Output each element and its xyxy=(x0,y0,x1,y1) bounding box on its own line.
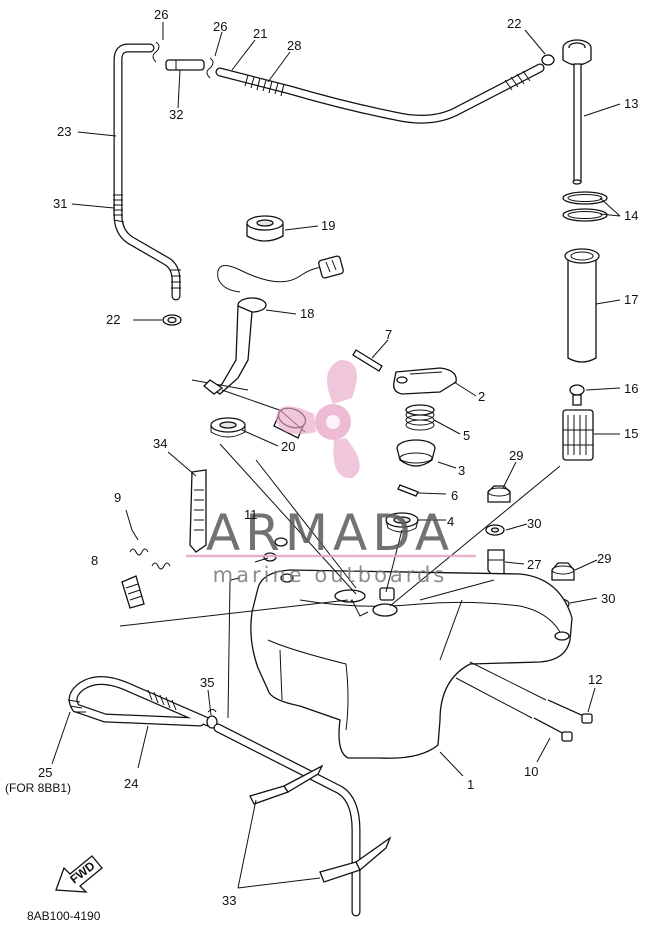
fuel-sender-13 xyxy=(562,39,592,185)
armada-watermark: ARMADA marine outboards xyxy=(186,360,476,587)
label-7: 7 xyxy=(385,327,392,342)
hose-24 xyxy=(67,676,213,727)
clip-16 xyxy=(569,384,585,406)
label-32: 32 xyxy=(169,107,183,122)
joint-32 xyxy=(165,59,205,71)
label-29-lower: 29 xyxy=(597,551,611,566)
fuel-filter-15 xyxy=(562,409,594,461)
bolt-10 xyxy=(533,717,573,742)
clip-35 xyxy=(206,709,218,729)
pin-7 xyxy=(352,349,383,372)
label-8: 8 xyxy=(91,553,98,568)
label-30-lower: 30 xyxy=(601,591,615,606)
bands-33 xyxy=(249,764,392,883)
fuel-tank-1 xyxy=(250,569,573,759)
grommet-20 xyxy=(210,417,246,438)
grommet-19 xyxy=(246,215,284,242)
label-18: 18 xyxy=(300,306,314,321)
label-29-upper: 29 xyxy=(509,448,523,463)
label-2: 2 xyxy=(478,389,485,404)
clip-26-right xyxy=(206,57,214,79)
label-22-upper: 22 xyxy=(507,16,521,31)
fwd-arrow-icon: FWD xyxy=(55,855,103,893)
label-31: 31 xyxy=(53,196,67,211)
watermark-tagline: marine outboards xyxy=(213,563,448,587)
band-34 xyxy=(189,469,207,553)
label-14: 14 xyxy=(624,208,638,223)
part-labels: 1 2 3 4 5 6 7 8 9 10 11 12 13 14 15 16 1… xyxy=(5,7,638,923)
label-note-for-8bb1: (FOR 8BB1) xyxy=(5,781,71,795)
label-1: 1 xyxy=(467,777,474,792)
label-35: 35 xyxy=(200,675,214,690)
label-20: 20 xyxy=(281,439,295,454)
drain-tube xyxy=(213,723,361,917)
nut-29-lower xyxy=(551,562,575,581)
drawing-code: 8AB100-4190 xyxy=(27,909,101,923)
hose-21 xyxy=(215,63,545,124)
label-6: 6 xyxy=(451,488,458,503)
label-15: 15 xyxy=(624,426,638,441)
cap-3 xyxy=(396,439,436,467)
label-5: 5 xyxy=(463,428,470,443)
hose-31-corrugation xyxy=(113,194,181,289)
label-11: 11 xyxy=(244,507,258,522)
label-30-upper: 30 xyxy=(527,516,541,531)
label-3: 3 xyxy=(458,463,465,478)
filter-tube-17 xyxy=(564,248,600,363)
clamp-22-lower xyxy=(162,314,182,326)
label-12: 12 xyxy=(588,672,602,687)
nut-29-upper xyxy=(487,485,511,503)
fuel-gauge-18 xyxy=(191,255,344,413)
label-13: 13 xyxy=(624,96,638,111)
label-34: 34 xyxy=(153,436,167,451)
bolt-12 xyxy=(547,699,593,724)
washer-30-upper xyxy=(485,524,505,536)
label-23: 23 xyxy=(57,124,71,139)
label-16: 16 xyxy=(624,381,638,396)
label-25: 25 xyxy=(38,765,52,780)
pin-6 xyxy=(397,484,419,497)
label-33: 33 xyxy=(222,893,236,908)
label-19: 19 xyxy=(321,218,335,233)
clamps-14 xyxy=(562,191,608,222)
hose-28-corrugation xyxy=(244,70,531,97)
propeller-logo-icon xyxy=(276,360,360,479)
cover-2 xyxy=(393,367,457,395)
clip-26-left xyxy=(152,41,160,63)
springs-9 xyxy=(125,509,171,570)
label-27: 27 xyxy=(527,557,541,572)
watermark-brand: ARMADA xyxy=(206,504,454,562)
label-22-lower: 22 xyxy=(106,312,120,327)
label-24: 24 xyxy=(124,776,138,791)
label-28: 28 xyxy=(287,38,301,53)
hose-25-corrugation xyxy=(67,689,177,713)
damper-8 xyxy=(121,575,145,609)
clamp-22-upper xyxy=(541,54,555,66)
label-9: 9 xyxy=(114,490,121,505)
hose-23 xyxy=(113,43,181,301)
label-26-right: 26 xyxy=(213,19,227,34)
label-4: 4 xyxy=(447,514,454,529)
leader-lines xyxy=(51,22,621,889)
label-26-left: 26 xyxy=(154,7,168,22)
label-10: 10 xyxy=(524,764,538,779)
spring-5 xyxy=(405,404,435,431)
label-17: 17 xyxy=(624,292,638,307)
label-21: 21 xyxy=(253,26,267,41)
